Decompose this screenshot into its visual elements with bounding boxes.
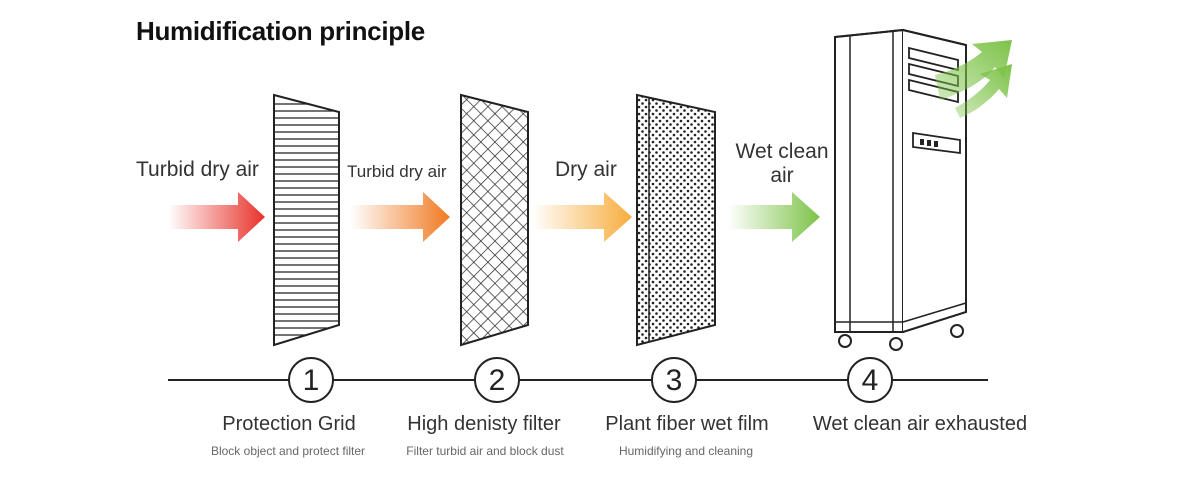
stage-circle-2 [474, 357, 520, 403]
stage-label-2: High denisty filter [407, 413, 561, 435]
air-label-4-line1: Wet clean [735, 140, 829, 163]
stage-sub-3: Humidifying and cleaning [618, 444, 754, 458]
air-label-2: Turbid dry air [347, 162, 447, 181]
stage-number-4: 4 [861, 364, 879, 397]
grid-filter-icon [273, 93, 340, 347]
wet-film-icon [636, 93, 716, 347]
stage-circle-3 [651, 357, 697, 403]
stage-circle-4 [847, 357, 893, 403]
air-label-1: Turbid dry air [136, 158, 259, 181]
air-purifier-icon [834, 28, 967, 351]
air-arrow-3 [532, 192, 632, 242]
air-arrow-2 [350, 192, 450, 242]
air-label-3: Dry air [555, 158, 617, 181]
stage-sub-2: Filter turbid air and block dust [406, 444, 564, 458]
exhaust-arrows [935, 40, 1012, 118]
stage-sub-1: Block object and protect filter [210, 444, 366, 458]
stage-label-3: Plant fiber wet film [605, 413, 769, 435]
stage-number-1: 1 [302, 364, 320, 397]
stage-number-3: 3 [665, 364, 683, 397]
air-label-4-line2: air [770, 164, 794, 187]
stage-circle-1 [288, 357, 334, 403]
stage-label-4: Wet clean air exhausted [812, 413, 1028, 435]
stage-number-2: 2 [488, 364, 506, 397]
air-arrow-4 [728, 192, 820, 242]
stage-label-1: Protection Grid [222, 413, 356, 435]
air-arrow-1 [168, 192, 265, 242]
air-label-4: Wet clean air [727, 140, 837, 188]
page-title: Humidification principle [136, 16, 425, 46]
mesh-filter-icon [460, 93, 529, 347]
